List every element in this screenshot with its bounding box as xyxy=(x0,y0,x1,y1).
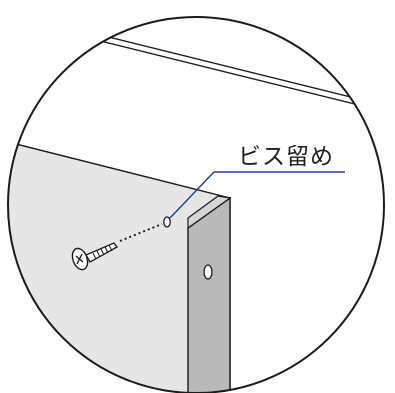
callout-label: ビス留め xyxy=(238,144,334,170)
side-board-hole xyxy=(203,264,213,280)
screw-icon xyxy=(71,242,118,271)
screw-hole xyxy=(163,216,171,228)
callout-leader-line xyxy=(169,171,345,219)
side-board-top-edge xyxy=(187,195,232,230)
back-panel xyxy=(8,139,231,393)
side-board xyxy=(187,196,231,393)
magnifier-circle-border xyxy=(7,16,385,393)
